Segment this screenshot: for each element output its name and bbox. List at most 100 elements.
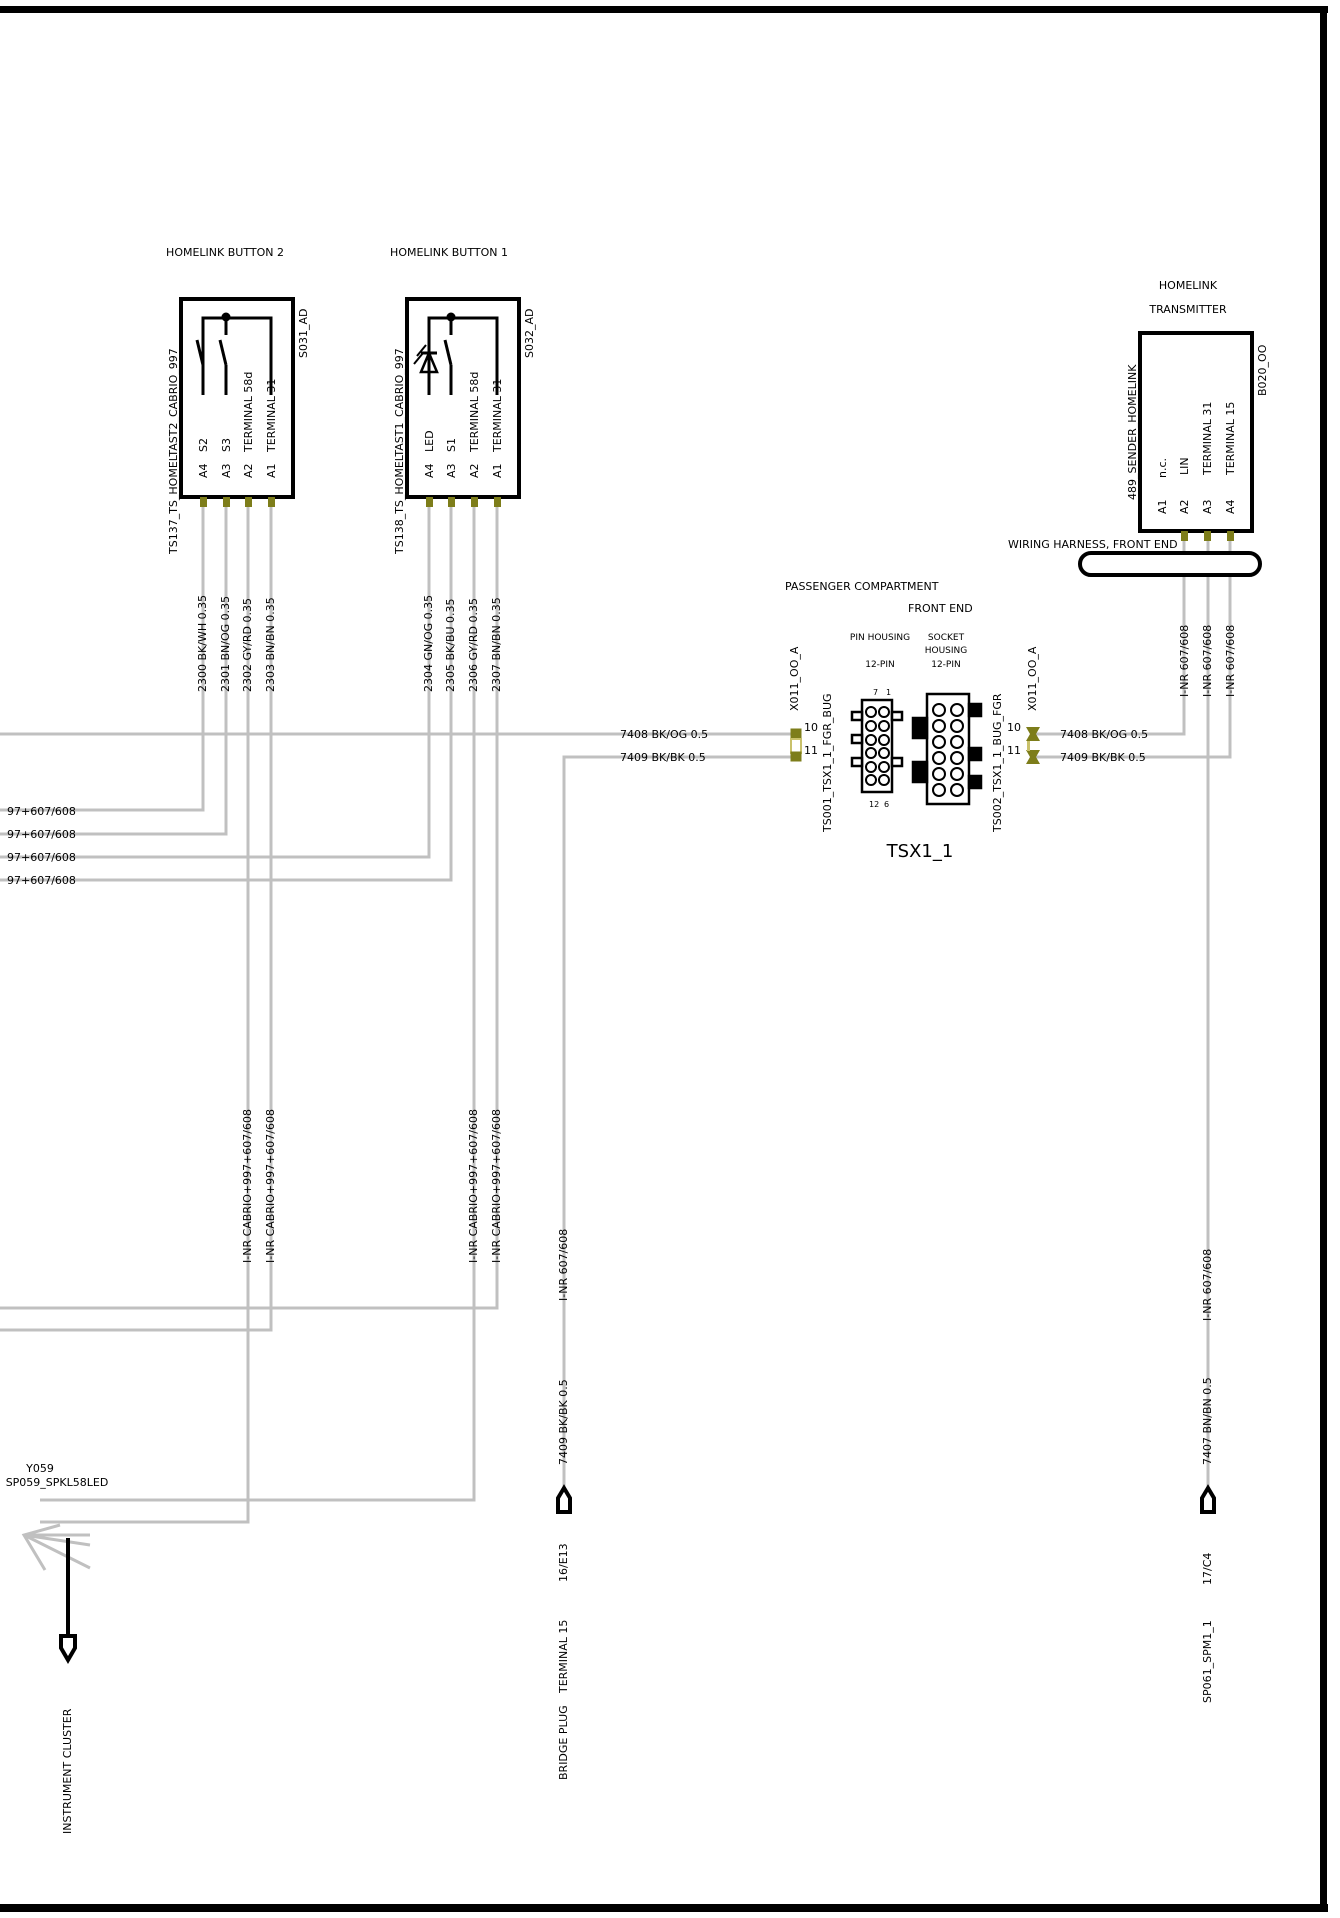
svg-text:S3: S3 <box>220 438 233 452</box>
cluster-arrow-icon <box>59 1634 77 1664</box>
svg-text:A4: A4 <box>1224 499 1237 514</box>
svg-text:A3: A3 <box>1201 499 1214 514</box>
svg-text:97+607/608: 97+607/608 <box>7 828 76 841</box>
svg-text:A1: A1 <box>491 463 504 478</box>
wire-2305[interactable] <box>0 500 453 882</box>
transmitter-wire-labels: I-NR 607/608 I-NR 607/608 I-NR 607/608 <box>1178 625 1237 697</box>
svg-text:I-NR 607/608: I-NR 607/608 <box>1178 625 1191 697</box>
svg-text:2307 BN/BN 0.35: 2307 BN/BN 0.35 <box>490 597 503 692</box>
svg-text:A1: A1 <box>265 463 278 478</box>
zone-front-label: FRONT END <box>908 602 973 615</box>
left-pin-contacts-icon <box>790 728 802 762</box>
svg-text:7: 7 <box>873 688 878 697</box>
zone-passenger-label: PASSENGER COMPARTMENT <box>785 580 939 593</box>
svg-text:2306 GY/RD 0.35: 2306 GY/RD 0.35 <box>467 598 480 692</box>
svg-text:11: 11 <box>804 744 818 757</box>
separation-point-tsx1-1[interactable]: PASSENGER COMPARTMENT FRONT END PIN HOUS… <box>620 580 1148 862</box>
button-2-wire-labels: 2300 BK/WH 0.35 2301 BN/OG 0.35 2302 GY/… <box>196 595 277 1263</box>
wire-7409-right[interactable] <box>1032 534 1232 759</box>
svg-text:HOUSING: HOUSING <box>925 646 968 656</box>
svg-text:10: 10 <box>804 721 818 734</box>
button-1-part-id: TS138_TS_HOMELTAST1_CABRIO_997 <box>393 348 406 555</box>
svg-text:LIN: LIN <box>1178 457 1191 475</box>
svg-text:7409 BK/BK 0.5: 7409 BK/BK 0.5 <box>1060 751 1146 764</box>
wire-2302[interactable] <box>40 500 250 1524</box>
switch-icon <box>195 312 273 395</box>
wire-2306[interactable] <box>40 500 476 1502</box>
pin-housing-icon <box>850 698 904 794</box>
right-id-label: TS002_TSX1_1_BUG_FGR <box>991 693 1004 833</box>
transmitter-part-id: 489_SENDER_HOMELINK <box>1126 364 1139 500</box>
svg-text:A3: A3 <box>220 463 233 478</box>
svg-text:2304 GN/OG 0.35: 2304 GN/OG 0.35 <box>422 595 435 692</box>
svg-text:2300 BK/WH 0.35: 2300 BK/WH 0.35 <box>196 595 209 692</box>
wire-7409-left[interactable] <box>562 755 793 1488</box>
svg-text:I-NR CABRIO+997+607/608: I-NR CABRIO+997+607/608 <box>241 1109 254 1263</box>
svg-text:10: 10 <box>1007 721 1021 734</box>
svg-text:7408 BK/OG 0.5: 7408 BK/OG 0.5 <box>620 728 708 741</box>
svg-text:1: 1 <box>886 688 891 697</box>
svg-text:I-NR 607/608: I-NR 607/608 <box>557 1229 570 1301</box>
svg-text:12: 12 <box>869 800 879 809</box>
splice-y059[interactable]: Y059 SP059_SPKL58LED INSTRUMENT CLUSTER <box>6 1462 109 1834</box>
svg-text:I-NR 607/608: I-NR 607/608 <box>1201 1249 1214 1321</box>
svg-text:I-NR 607/608: I-NR 607/608 <box>1224 625 1237 697</box>
homelink-button-2[interactable]: HOMELINK BUTTON 2 TS137_TS_HOMELTAST2_CA… <box>166 246 310 1263</box>
svg-text:A4: A4 <box>197 463 210 478</box>
svg-text:A3: A3 <box>445 463 458 478</box>
socket-housing-icon <box>911 692 983 806</box>
svg-text:TERMINAL 31: TERMINAL 31 <box>1201 402 1214 476</box>
svg-text:I-NR CABRIO+997+607/608: I-NR CABRIO+997+607/608 <box>467 1109 480 1263</box>
svg-text:A2: A2 <box>468 463 481 478</box>
svg-text:2302 GY/RD 0.35: 2302 GY/RD 0.35 <box>241 598 254 692</box>
wires <box>0 500 1232 1571</box>
svg-text:12-PIN: 12-PIN <box>931 660 961 670</box>
homelink-button-1[interactable]: HOMELINK BUTTON 1 TS138_TS_HOMELTAST1_CA… <box>390 246 536 1263</box>
transmitter-connector: B020_OO <box>1256 344 1269 396</box>
svg-text:TERMINAL 15: TERMINAL 15 <box>557 1620 570 1694</box>
wire-2301[interactable] <box>0 500 228 836</box>
svg-text:S2: S2 <box>197 438 210 452</box>
svg-text:A4: A4 <box>423 463 436 478</box>
wire-2303[interactable] <box>0 500 273 1332</box>
svg-text:SOCKET: SOCKET <box>928 633 965 643</box>
button-1-connector: S032_AD <box>523 309 536 358</box>
svg-text:TERMINAL 31: TERMINAL 31 <box>491 379 504 453</box>
wire-2304[interactable] <box>0 500 431 859</box>
wire-2300[interactable] <box>0 500 205 812</box>
svg-text:7409 BK/BK 0.5: 7409 BK/BK 0.5 <box>620 751 706 764</box>
harness-label: WIRING HARNESS, FRONT END <box>1008 538 1178 551</box>
svg-text:11: 11 <box>1007 744 1021 757</box>
left-wire-labels: 97+607/608 97+607/608 97+607/608 97+607/… <box>7 805 76 887</box>
svg-text:TERMINAL 58d: TERMINAL 58d <box>468 372 481 453</box>
svg-text:7407 BN/BN 0.5: 7407 BN/BN 0.5 <box>1201 1377 1214 1465</box>
svg-text:7408 BK/OG 0.5: 7408 BK/OG 0.5 <box>1060 728 1148 741</box>
left-id-label: TS001_TSX1_1_FGR_BUG <box>821 693 834 833</box>
sp061-terminal[interactable]: I-NR 607/608 7407 BN/BN 0.5 17/C4 SP061_… <box>1200 1249 1216 1703</box>
svg-text:PIN HOUSING: PIN HOUSING <box>850 633 910 643</box>
transmitter-title-2: TRANSMITTER <box>1148 303 1227 316</box>
button-2-pins: A4 A3 A2 A1 S2 S3 TERMINAL 58d TERMINAL … <box>197 372 278 507</box>
svg-text:I-NR 607/608: I-NR 607/608 <box>1201 625 1214 697</box>
wire-7408-right[interactable] <box>1032 534 1186 736</box>
svg-text:7409 BK/BK 0.5: 7409 BK/BK 0.5 <box>557 1379 570 1465</box>
transmitter-title-1: HOMELINK <box>1159 279 1218 292</box>
svg-text:97+607/608: 97+607/608 <box>7 805 76 818</box>
svg-text:SP059_SPKL58LED: SP059_SPKL58LED <box>6 1476 109 1489</box>
homelink-transmitter[interactable]: HOMELINK TRANSMITTER 489_SENDER_HOMELINK… <box>1008 279 1269 697</box>
svg-text:12-PIN: 12-PIN <box>865 660 895 670</box>
tsx1-1-title: TSX1_1 <box>886 841 954 862</box>
svg-text:A1: A1 <box>1156 499 1169 514</box>
svg-text:97+607/608: 97+607/608 <box>7 874 76 887</box>
svg-text:2301 BN/OG 0.35: 2301 BN/OG 0.35 <box>219 596 232 692</box>
button-1-title: HOMELINK BUTTON 1 <box>390 246 508 259</box>
bridge-plug[interactable]: I-NR 607/608 7409 BK/BK 0.5 16/E13 TERMI… <box>556 1229 572 1780</box>
wire-2307[interactable] <box>0 500 499 1310</box>
svg-text:S1: S1 <box>445 438 458 452</box>
svg-text:TERMINAL 31: TERMINAL 31 <box>265 379 278 453</box>
left-connector-label: X011_OO_A <box>788 646 801 711</box>
svg-text:TERMINAL 58d: TERMINAL 58d <box>242 372 255 453</box>
right-socket-contacts-icon <box>1026 727 1040 764</box>
svg-text:2303 BN/BN 0.35: 2303 BN/BN 0.35 <box>264 597 277 692</box>
